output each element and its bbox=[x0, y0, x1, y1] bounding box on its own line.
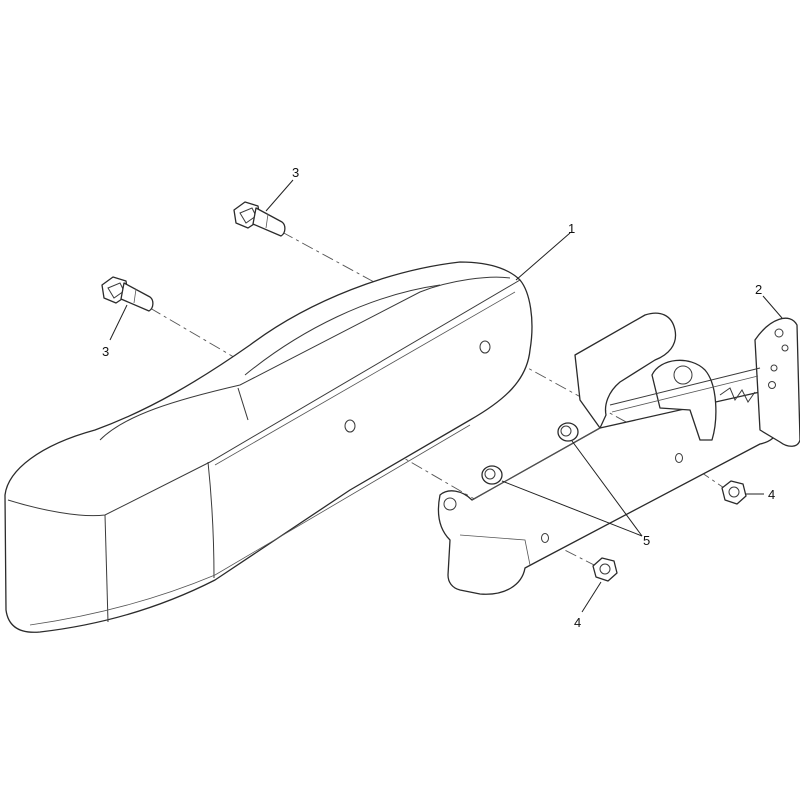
callout-labels: 1 2 3 3 4 4 5 bbox=[102, 165, 775, 630]
armrest-pad bbox=[4, 261, 533, 633]
armrest-cushion-rear bbox=[244, 284, 441, 376]
bracket-rod bbox=[609, 367, 761, 406]
bracket-lower-tab bbox=[459, 534, 531, 566]
nut-upper bbox=[721, 480, 747, 505]
callout-2: 2 bbox=[755, 282, 762, 297]
bushing-upper bbox=[557, 422, 579, 442]
bracket-plate bbox=[437, 391, 779, 595]
bracket-rear-hole-3 bbox=[770, 364, 778, 372]
bracket-rear-hole-1 bbox=[774, 328, 784, 338]
callout-3-lower: 3 bbox=[102, 344, 109, 359]
armrest-hole-lower bbox=[344, 419, 356, 433]
leader-3a bbox=[265, 179, 294, 212]
leader-4b bbox=[581, 581, 602, 613]
armrest-side-edge bbox=[214, 291, 516, 466]
bolt-lower-shank bbox=[120, 282, 154, 312]
nut-lower-body bbox=[592, 557, 618, 582]
bushing-lower bbox=[481, 465, 503, 485]
callout-5: 5 bbox=[643, 533, 650, 548]
bolt-upper bbox=[233, 201, 286, 237]
nut-lower bbox=[592, 557, 618, 582]
leader-5a bbox=[571, 440, 643, 537]
leader-1 bbox=[515, 232, 571, 281]
callout-1: 1 bbox=[568, 221, 575, 236]
nut-upper-body bbox=[721, 480, 747, 505]
mounting-bracket bbox=[437, 312, 800, 595]
armrest-body bbox=[4, 261, 533, 633]
bracket-rod-2 bbox=[611, 375, 759, 413]
armrest-front-cap-seam-2 bbox=[207, 461, 215, 579]
leader-2 bbox=[762, 295, 783, 319]
armrest-hole-upper bbox=[479, 340, 491, 354]
leader-5b bbox=[501, 480, 643, 537]
bolt-lower bbox=[101, 276, 154, 312]
bracket-ear bbox=[651, 359, 717, 441]
bracket-front-hole bbox=[443, 497, 457, 511]
callout-4-upper: 4 bbox=[768, 487, 775, 502]
armrest-bottom-edge bbox=[29, 424, 471, 626]
bracket-rear-hole-4 bbox=[768, 381, 776, 389]
bracket-rear-plate bbox=[754, 317, 800, 447]
bracket-rear-hole-2 bbox=[781, 344, 789, 352]
bracket-plate-edge bbox=[471, 427, 601, 501]
callout-4-lower: 4 bbox=[574, 615, 581, 630]
callout-3-upper: 3 bbox=[292, 165, 299, 180]
armrest-cushion-split bbox=[237, 387, 249, 421]
bracket-plate-hole-upper bbox=[675, 453, 683, 463]
leader-lines bbox=[109, 179, 783, 613]
bracket-ear-hole bbox=[673, 365, 693, 385]
armrest-top-seam bbox=[99, 276, 511, 441]
bracket-upper-tab bbox=[574, 312, 677, 429]
bracket-plate-hole-lower bbox=[541, 533, 549, 543]
armrest-front-cap-seam bbox=[104, 514, 109, 623]
bolt-upper-shank bbox=[252, 207, 286, 237]
leader-3b bbox=[109, 304, 128, 341]
bracket-spring bbox=[719, 387, 756, 403]
